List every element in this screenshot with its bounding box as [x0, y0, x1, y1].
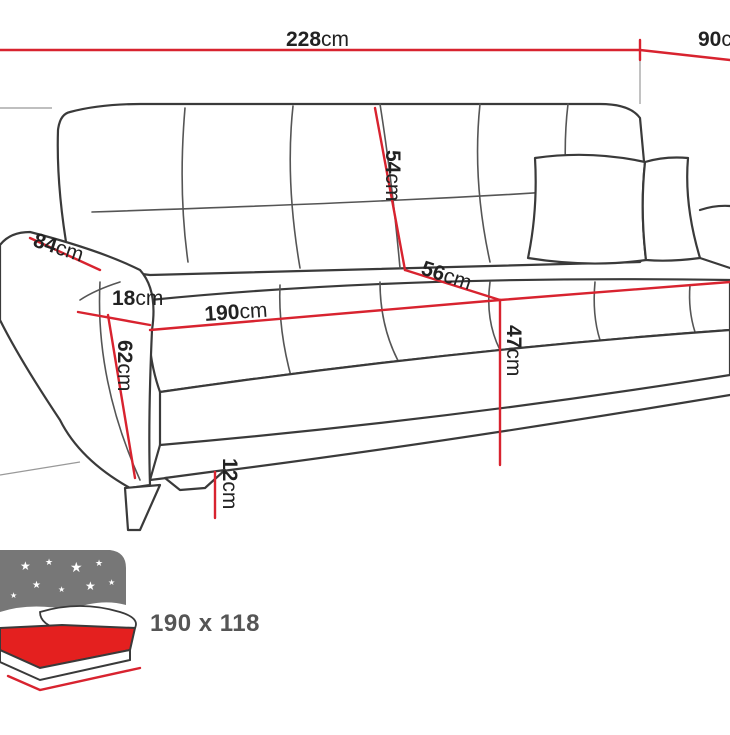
seat-seam-4 [593, 281, 601, 341]
armrest-top-seam [79, 281, 121, 301]
dim-line-armrest-width [76, 310, 152, 327]
seat-seam-1 [278, 284, 293, 381]
label-seat-width: 190cm [204, 299, 268, 326]
svg-text:★: ★ [32, 580, 41, 591]
dim-line-seat-depth [403, 268, 502, 302]
stars-group: ★ ★ ★ ★ ★ ★ ★ ★ ★ [10, 557, 115, 600]
stars-night-icon [0, 550, 126, 612]
bed-area-label: 190 x 118 [150, 610, 260, 637]
sofa-front-frame [158, 328, 730, 447]
label-leg-height: 12cm [218, 458, 241, 509]
dim-line-seat-front [498, 280, 730, 302]
floor-line-left [0, 461, 81, 476]
sofa-outline [0, 52, 730, 532]
dim-line-armrest-depth [28, 236, 102, 272]
svg-text:★: ★ [10, 591, 17, 600]
pillow-front [526, 153, 648, 265]
dim-line-bed-width [6, 666, 142, 692]
sofa-leg-middle [163, 468, 227, 492]
dim-line-backrest-height [373, 106, 407, 272]
backrest-seam-4 [476, 103, 491, 263]
svg-text:★: ★ [58, 585, 65, 594]
dimension-lines [0, 38, 730, 520]
label-total-width: 228cm [286, 28, 349, 51]
backrest-seam-3 [379, 103, 401, 269]
sofa-armrest-left [0, 230, 155, 490]
backrest-seam-2 [289, 105, 301, 269]
svg-text:★: ★ [108, 578, 115, 587]
svg-text:★: ★ [45, 557, 53, 567]
sofa-leg-left [123, 483, 162, 532]
dim-line-seat-width [148, 298, 502, 332]
dim-line-total-width [0, 48, 730, 62]
svg-text:★: ★ [20, 559, 31, 573]
label-seat-height: 47cm [502, 325, 525, 376]
seat-seam-3 [487, 281, 501, 351]
svg-text:★: ★ [85, 579, 96, 593]
bed-area-icon: ★ ★ ★ ★ ★ ★ ★ ★ ★ [0, 550, 142, 692]
label-armrest-height: 62cm [113, 340, 136, 391]
label-backrest-height: 54cm [381, 150, 404, 201]
label-armrest-width: 18cm [112, 287, 163, 310]
pillow-back [641, 156, 702, 262]
backrest-seam-1 [181, 107, 189, 263]
sofa-armrest-right [698, 204, 730, 270]
bed-base-icon [0, 648, 131, 682]
armrest-side-seam [98, 281, 141, 481]
svg-text:★: ★ [95, 558, 103, 568]
label-total-depth: 90c [698, 28, 730, 51]
dim-line-armrest-height [106, 313, 137, 480]
seat-seam-5 [688, 284, 696, 333]
svg-text:★: ★ [70, 559, 83, 575]
